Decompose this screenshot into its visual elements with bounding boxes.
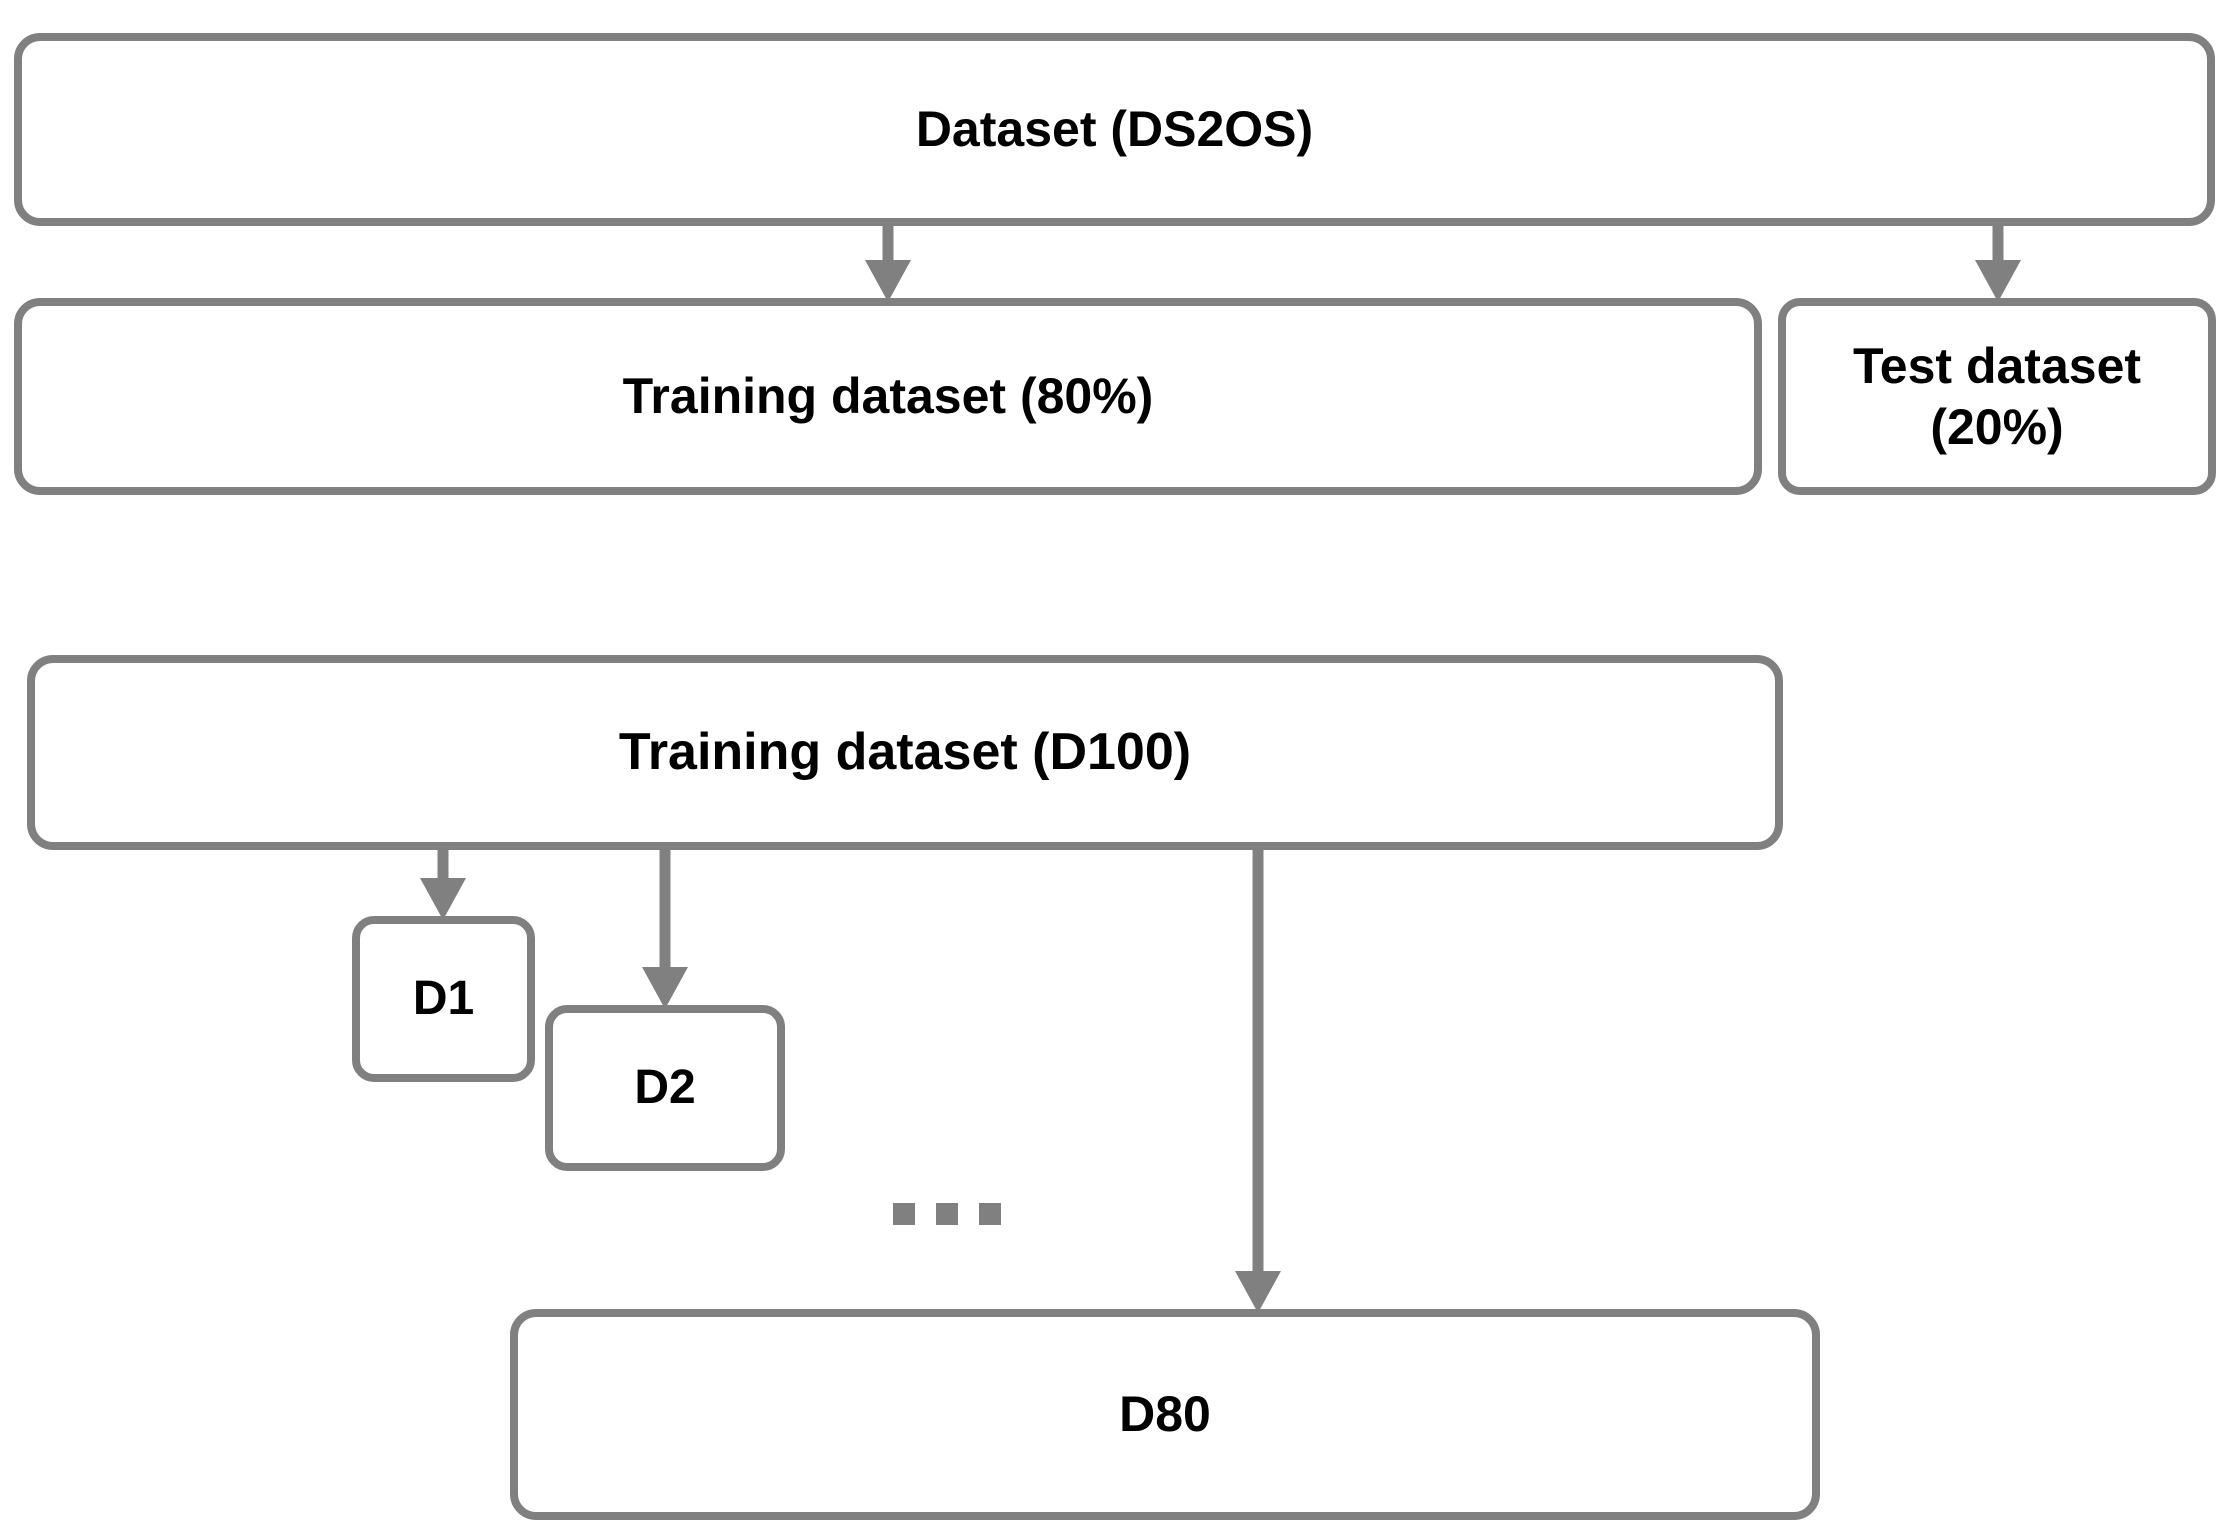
arrow-d100-to-d80	[1232, 846, 1284, 1313]
arrow-dataset-to-test-dataset	[1972, 222, 2024, 302]
arrow-head-down-icon	[420, 878, 466, 920]
arrow-shaft	[437, 846, 449, 880]
arrow-shaft	[1992, 222, 2004, 262]
arrow-head-down-icon	[642, 967, 688, 1009]
node-training-dataset-d100: Training dataset (D100)	[27, 655, 1783, 850]
node-d1: D1	[352, 916, 535, 1082]
node-dataset-label: Dataset (DS2OS)	[915, 101, 1314, 157]
node-test-dataset-20-label: Test dataset (20%)	[1852, 337, 2142, 455]
node-d80-label: D80	[1119, 1386, 1211, 1442]
node-training-dataset-d100-label: Training dataset (D100)	[618, 722, 1192, 781]
arrow-head-down-icon	[865, 260, 911, 302]
node-d1-label: D1	[412, 971, 475, 1025]
arrow-shaft	[1252, 846, 1264, 1273]
arrow-shaft	[882, 222, 894, 262]
arrow-d100-to-d1	[417, 846, 469, 920]
node-d2: D2	[545, 1005, 785, 1171]
node-test-dataset-20: Test dataset (20%)	[1778, 298, 2216, 495]
node-dataset: Dataset (DS2OS)	[14, 33, 2215, 226]
arrow-shaft	[659, 846, 671, 969]
node-d80: D80	[510, 1309, 1820, 1520]
arrow-head-down-icon	[1235, 1271, 1281, 1313]
ellipsis-dot	[979, 1203, 1001, 1225]
arrow-dataset-to-training-dataset	[862, 222, 914, 302]
arrow-head-down-icon	[1975, 260, 2021, 302]
ellipsis-dot	[936, 1203, 958, 1225]
ellipsis-dot	[893, 1203, 915, 1225]
more-subsets-ellipsis-icon	[893, 1203, 1001, 1225]
node-training-dataset-80-label: Training dataset (80%)	[622, 368, 1154, 424]
arrow-d100-to-d2	[639, 846, 691, 1009]
node-d2-label: D2	[634, 1060, 696, 1114]
node-training-dataset-80: Training dataset (80%)	[14, 298, 1762, 495]
